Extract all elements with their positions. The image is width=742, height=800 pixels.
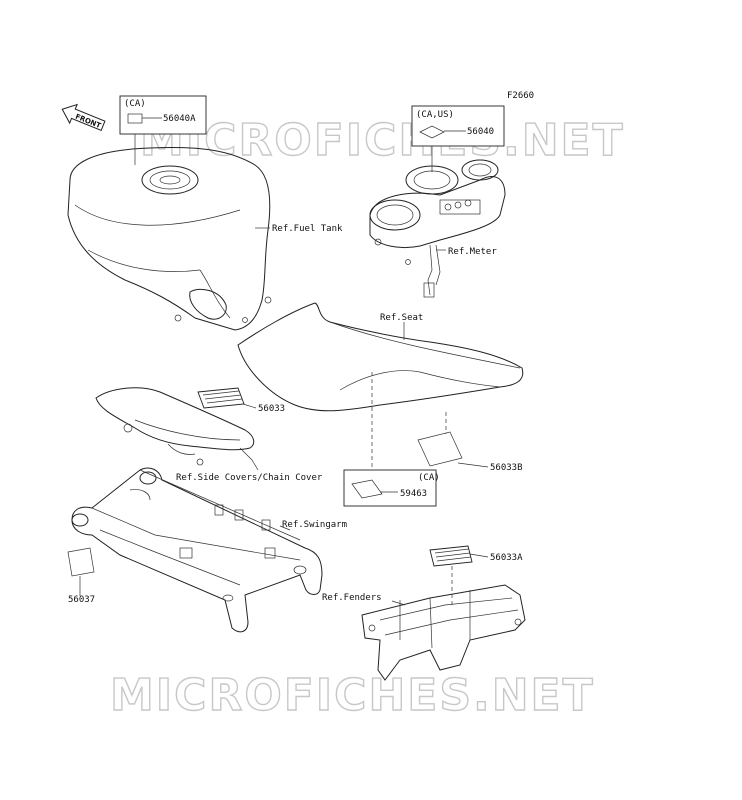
part-56037: 56037 [68, 595, 95, 605]
ref-side-covers-label: Ref.Side Covers/Chain Cover [176, 473, 323, 483]
front-arrow-icon: FRONT [61, 103, 106, 132]
region-56040A: (CA) [124, 99, 146, 109]
part-56033: 56033 [258, 404, 285, 414]
label-56040-group: (CA,US) 56040 [411, 105, 505, 172]
sticker-56033A-icon [429, 545, 473, 567]
region-59463: (CA) [418, 473, 440, 483]
label-59463-group: (CA) 59463 [343, 372, 440, 507]
part-56040: 56040 [467, 127, 494, 137]
fenders-part [361, 584, 526, 681]
seat-part [237, 302, 524, 412]
meter-part [369, 159, 506, 298]
ref-fenders-label: Ref.Fenders [322, 593, 382, 603]
ref-meter-label: Ref.Meter [448, 247, 497, 257]
sticker-56033-icon [197, 387, 245, 409]
sticker-56037-icon [67, 547, 95, 577]
part-56033A: 56033A [490, 553, 523, 563]
region-56040: (CA,US) [416, 110, 454, 120]
ref-swingarm-label: Ref.Swingarm [282, 520, 347, 530]
part-56033B: 56033B [490, 463, 523, 473]
part-56040A: 56040A [163, 114, 196, 124]
figure-code: F2660 [507, 91, 534, 101]
watermark-top: MICROFICHES.NET [140, 115, 625, 166]
part-59463: 59463 [400, 489, 427, 499]
sticker-56033B-icon [417, 431, 463, 467]
swingarm-part [71, 467, 323, 633]
chain-cover-part [95, 387, 259, 471]
ref-fuel-tank-label: Ref.Fuel Tank [272, 224, 343, 234]
watermark-bottom: MICROFICHES.NET [110, 670, 595, 721]
ref-seat-label: Ref.Seat [380, 313, 423, 323]
label-56040A-group: (CA) 56040A [119, 95, 207, 165]
fuel-tank-part [67, 147, 272, 331]
